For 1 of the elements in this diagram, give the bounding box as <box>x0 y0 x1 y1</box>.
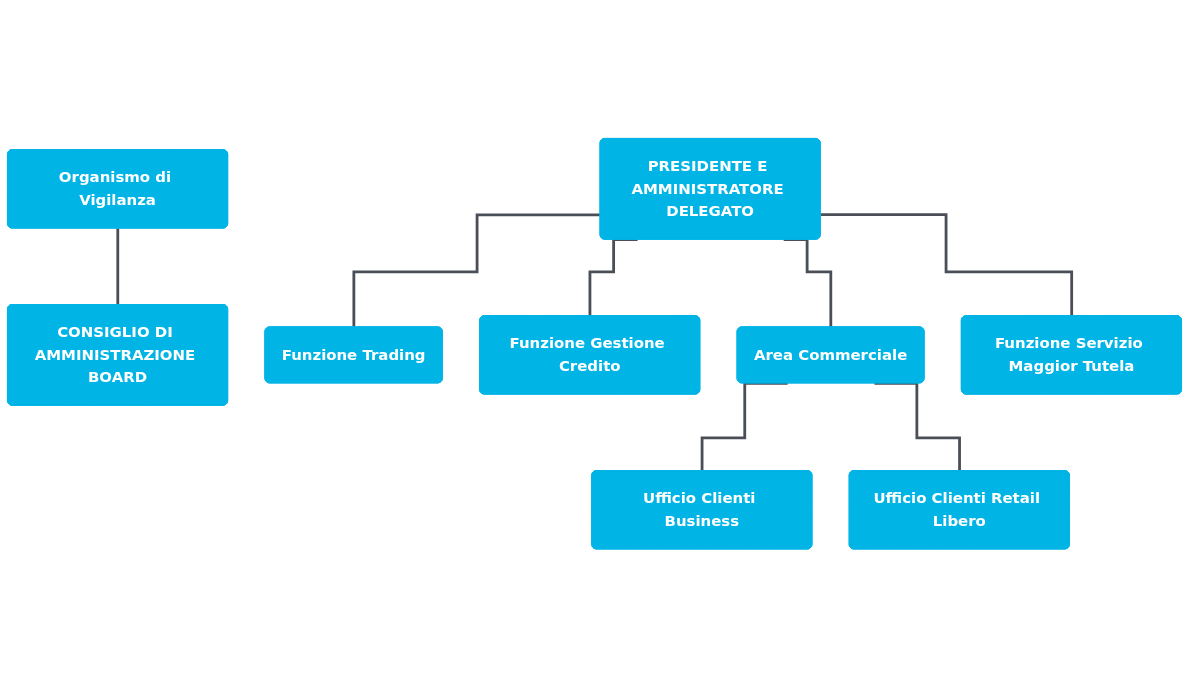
connector <box>820 213 1074 318</box>
